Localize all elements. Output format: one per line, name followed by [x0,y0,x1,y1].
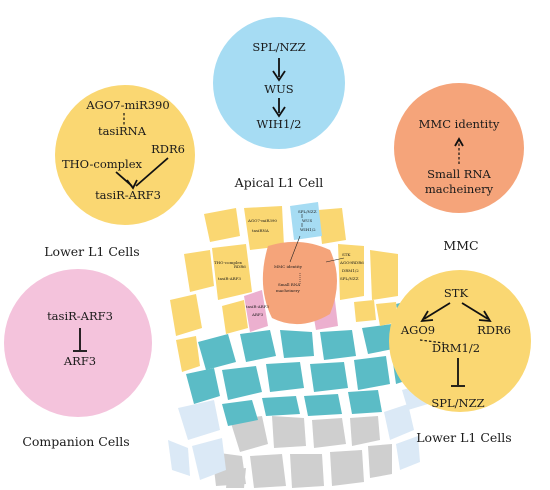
companion-circle [4,269,152,417]
mmc-panel: MMC identity Small RNA macheinery MMC [394,83,524,253]
apical-node-wus: WUS [264,82,294,96]
yellow-cells [170,206,398,372]
apical-cell [290,202,322,240]
left-node-rdr6: RDR6 [151,142,185,156]
left-node-ago7: AGO7-miR390 [85,98,169,112]
mmc-node-small-rna: Small RNA [427,167,491,181]
companion-node-tasir-arf3: tasiR-ARF3 [47,309,113,323]
tissue-right-label-4: SPL/NZZ [340,276,359,281]
tissue-right-label-1: AGO9 [339,260,352,265]
tissue-right-label-2: RDR6 [352,260,364,265]
tissue-apical-label-0: SPL/NZZ [298,209,317,214]
apical-circle [213,17,345,149]
grey-cells [212,416,392,488]
tissue-left-label-0: THO-complex [214,260,243,265]
lower-l1-right-circle [389,270,531,412]
right-node-spl-nzz: SPL/NZZ [431,396,484,410]
tissue-companion-label-0: tasiR-ARF3 [246,304,269,309]
lower-l1-left-caption: Lower L1 Cells [44,244,139,259]
arrowhead-stk-to-ago9 [420,310,434,323]
right-node-stk: STK [444,286,469,300]
tissue-arrows [289,214,345,284]
tissue-left-label-1: RDR6 [234,264,246,269]
light-blue-cells [168,384,428,480]
tissue-mmc-label-1: Small RNA [278,282,300,287]
tissue-mmc-label-0: MMC identity [274,264,303,269]
apical-node-wih: WIH1/2 [257,117,302,131]
companion-panel: tasiR-ARF3 ARF3 Companion Cells [4,269,152,449]
companion-node-arf3: ARF3 [63,354,96,368]
arrow-stk-to-rdr6 [461,302,489,320]
tissue-apical-label-1: WUS [302,218,312,223]
left-node-tasir-arf3: tasiR-ARF3 [95,188,161,202]
ovule-tissue: SPL/NZZ WUS WIH1/2 AGO7-miR390 tasiRNA T… [168,202,428,488]
tissue-left-label-2: tasiR-ARF3 [218,276,241,281]
apical-caption: Apical L1 Cell [234,175,324,190]
teal-cells [186,298,426,426]
mmc-caption: MMC [443,238,478,253]
lower-l1-left-panel: AGO7-miR390 tasiRNA RDR6 THO-complex tas… [44,85,195,259]
companion-caption: Companion Cells [22,434,129,449]
lower-l1-left-circle [55,85,195,225]
tissue-right-label-3: DRM1/2 [342,268,359,273]
mmc-node-machinery: macheinery [425,182,494,196]
tissue-mmc-label-2: macheinery [276,288,300,293]
lower-l1-right-panel: STK AGO9 RDR6 DRM1/2 SPL/NZZ Lower L1 Ce… [389,270,531,445]
apical-node-spl-nzz: SPL/NZZ [252,40,305,54]
lower-l1-right-caption: Lower L1 Cells [416,430,511,445]
apical-panel: SPL/NZZ WUS WIH1/2 Apical L1 Cell [213,17,345,190]
dash-ago9-to-drm [419,339,445,344]
right-node-drm: DRM1/2 [432,341,480,355]
arrow-rdr6-to-tasir [135,157,169,187]
arrowhead-spl-to-wus [272,70,286,82]
tissue-companion-label-1: ARF3 [251,312,264,317]
right-node-rdr6: RDR6 [477,323,511,337]
mmc-node-identity: MMC identity [419,117,500,131]
left-node-tasirna: tasiRNA [98,124,147,138]
tissue-apical-label-2: WIH1/2 [300,227,316,232]
mmc-cell [262,241,337,325]
tissue-upper-left-label-0: AGO7-miR390 [247,218,277,223]
arrowhead-wus-to-wih [272,106,286,118]
tissue-right-label-0: STK [342,252,351,257]
left-node-tho: THO-complex [62,157,143,171]
arrowhead-to-identity [454,137,464,147]
tissue-labels: SPL/NZZ WUS WIH1/2 AGO7-miR390 tasiRNA T… [214,209,364,317]
arrowhead-stk-to-rdr6 [478,310,492,323]
arrow-stk-to-ago9 [423,302,451,320]
tissue-upper-left-label-1: tasiRNA [252,228,269,233]
arrowhead-to-tasir [126,179,138,190]
right-node-ago9: AGO9 [400,323,435,337]
